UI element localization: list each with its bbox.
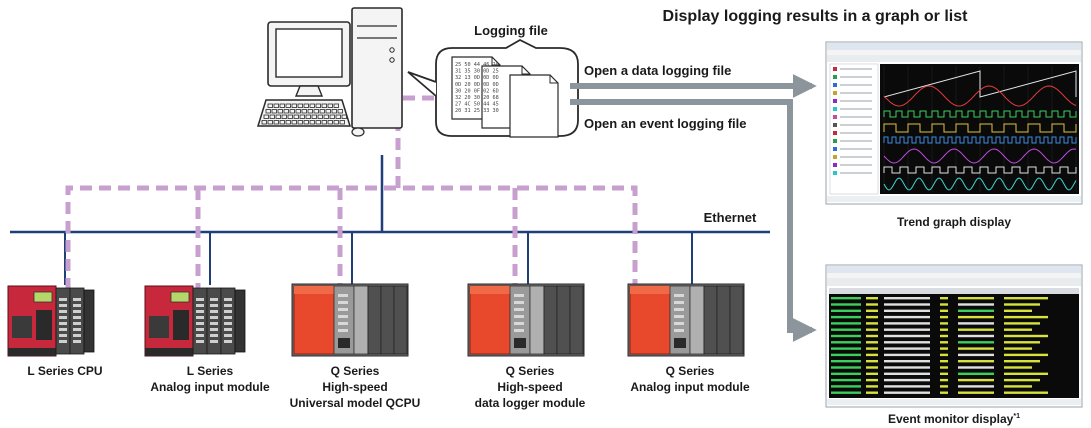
page-title: Display logging results in a graph or li…	[662, 8, 968, 25]
ethernet-label: Ethernet	[703, 210, 757, 225]
module-label-3: Q Series High-speed Universal model QCPU	[289, 364, 421, 410]
module-label-1: L Series CPU	[27, 364, 103, 378]
module-label-5: Q Series Analog input module	[630, 364, 750, 394]
module-label-4: Q Series High-speed data logger module	[474, 364, 586, 410]
module-label-2: L Series Analog input module	[150, 364, 270, 394]
svg-text:20 31 25 33 30: 20 31 25 33 30	[455, 108, 499, 114]
event-note: *1	[1013, 413, 1020, 420]
svg-text:27 4C 50 44 45: 27 4C 50 44 45	[455, 102, 499, 108]
computer-icon	[256, 7, 403, 137]
event-label: Event monitor display	[888, 412, 1014, 426]
logging-data-paths	[65, 95, 638, 290]
svg-text:30 20 0F 02 6D: 30 20 0F 02 6D	[455, 88, 499, 94]
trend-label: Trend graph display	[896, 215, 1012, 229]
arrow-top-label: Open a data logging file	[584, 63, 732, 78]
svg-text:25 50 44 46 20: 25 50 44 46 20	[455, 62, 499, 68]
logging-file-label: Logging file	[474, 23, 548, 38]
arrow-to-event	[570, 99, 817, 342]
arrow-bottom-label: Open an event logging file	[584, 116, 747, 131]
event-label-wrap: Event monitor display*1	[826, 410, 1082, 426]
svg-text:31 35 30 0D 25: 31 35 30 0D 25	[455, 69, 499, 75]
trend-graph-screenshot	[825, 41, 1083, 205]
svg-text:0D 20 0D 0D 0D: 0D 20 0D 0D 0D	[455, 82, 499, 88]
svg-text:32 20 30 20 68: 32 20 30 20 68	[455, 95, 499, 101]
svg-text:32 13 0D 0D 0D: 32 13 0D 0D 0D	[455, 75, 499, 81]
event-monitor-screenshot	[825, 264, 1083, 408]
